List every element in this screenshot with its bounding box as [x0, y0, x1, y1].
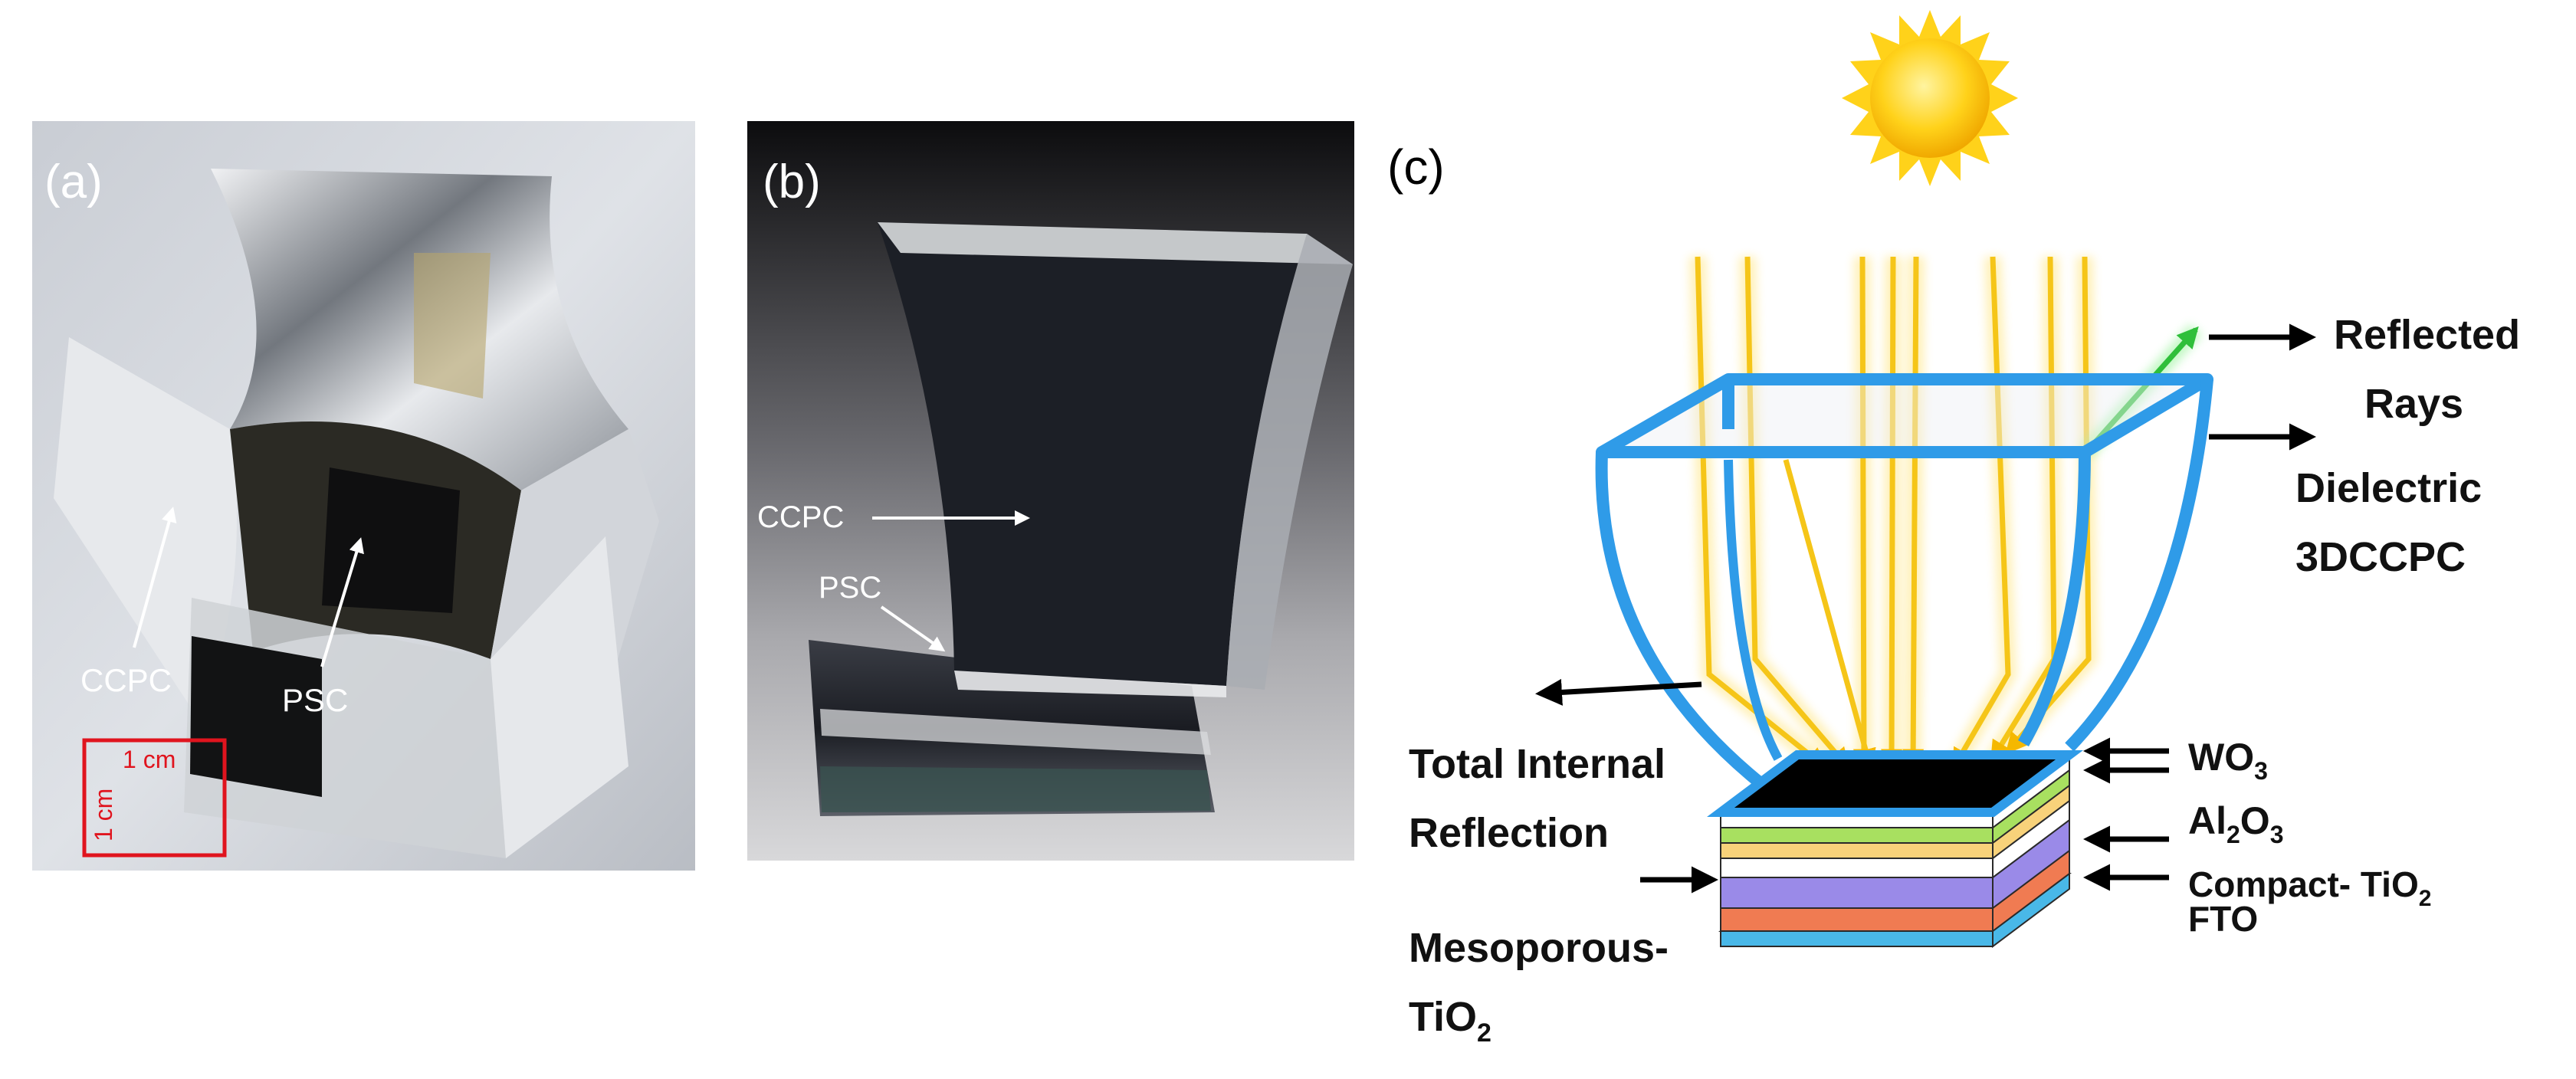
scale-vertical-label: 1 cm [90, 789, 117, 841]
panel-a-ccpc-label: CCPC [80, 662, 172, 698]
al2o3-sub2: 3 [2270, 821, 2284, 848]
panel-b-psc-label: PSC [819, 571, 881, 605]
reflected-rays-label-line1: Reflected [2334, 312, 2520, 358]
al2o3-main1: Al [2188, 799, 2227, 842]
meso-label-line1: Mesoporous- [1409, 925, 1669, 971]
reflected-ray [2079, 323, 2203, 458]
panel-a-label: (a) [44, 156, 103, 208]
pointer-arrows [1535, 323, 2316, 894]
wo3-main: WO [2188, 736, 2254, 779]
tir-label-line1: Total Internal [1409, 741, 1665, 787]
panel-a-psc-arrow [320, 537, 364, 667]
al2o3-label: Al2O3 [2188, 799, 2284, 848]
wo3-sub: 3 [2254, 757, 2268, 785]
fto-label: FTO [2188, 899, 2258, 939]
dielectric-label-line2: 3DCCPC [2295, 534, 2466, 580]
tir-label-line2: Reflection [1409, 810, 1609, 856]
meso-tio: TiO [1409, 994, 1477, 1040]
panel-b-psc-arrow [880, 605, 946, 652]
concentrator-outline [1595, 373, 2213, 802]
scale-box [82, 738, 227, 858]
compact-main: Compact- TiO [2188, 864, 2419, 904]
panel-b-label: (b) [763, 156, 821, 208]
panel-b-ccpc-label: CCPC [757, 500, 844, 534]
meso-sub: 2 [1477, 1018, 1491, 1048]
sun-icon [1842, 10, 2018, 186]
dielectric-label-line1: Dielectric [2295, 465, 2482, 511]
wo3-label: WO3 [2188, 736, 2268, 785]
meso-label-line2: TiO2 [1409, 994, 1491, 1048]
panel-c-label: (c) [1387, 139, 1445, 195]
layer-stack [1707, 750, 2083, 948]
panel-b-photo [747, 121, 1354, 861]
reflected-rays-label-line2: Rays [2364, 381, 2463, 427]
al2o3-sub1: 2 [2227, 821, 2240, 848]
compact-sub: 2 [2419, 886, 2432, 911]
panel-a-psc-label: PSC [282, 682, 348, 718]
scale-horizontal-label: 1 cm [123, 746, 176, 773]
al2o3-main2: O [2240, 799, 2270, 842]
concentrator-inner-curve [1724, 459, 1783, 761]
compact-tio2-label: Compact- TiO2 [2188, 864, 2431, 911]
panel-a-ccpc-arrow [133, 507, 177, 648]
